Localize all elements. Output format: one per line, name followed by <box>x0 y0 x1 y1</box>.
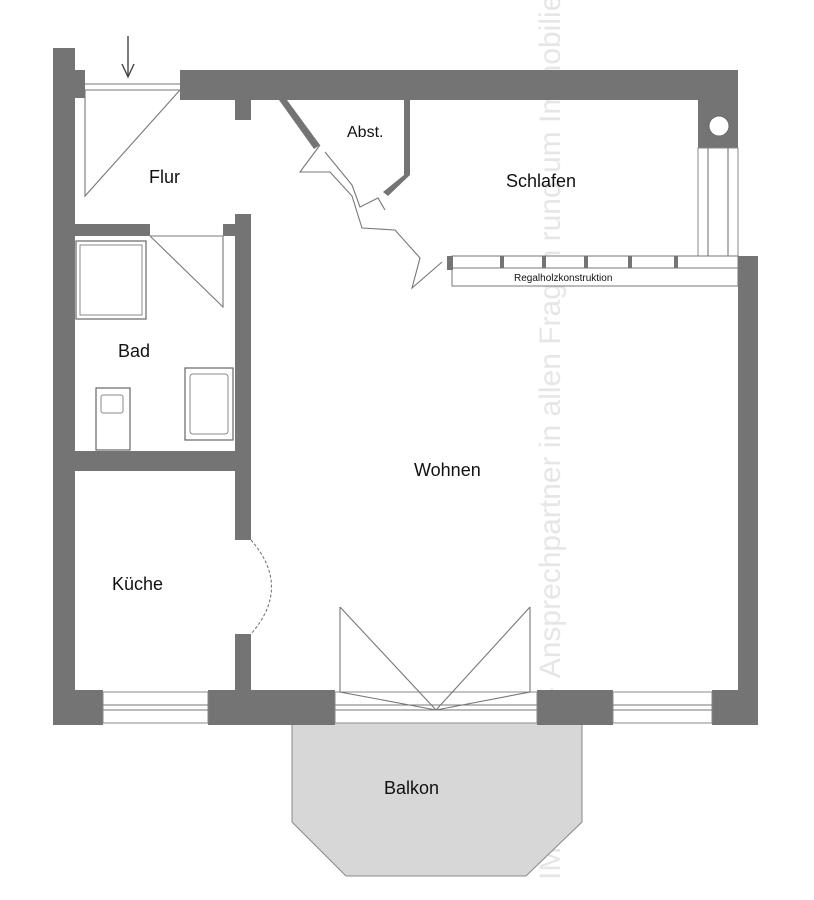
label-schlafen: Schlafen <box>506 171 576 191</box>
label-wohnen: Wohnen <box>414 460 481 480</box>
walls <box>53 48 758 725</box>
door-kueche <box>250 539 272 635</box>
label-flur: Flur <box>149 167 180 187</box>
window-schlafen <box>697 147 739 257</box>
wall-inner-vertical-low <box>235 634 251 694</box>
chimney-circle-icon <box>708 115 730 137</box>
wall-left <box>53 48 75 725</box>
label-abst: Abst. <box>347 124 383 141</box>
regal-bar <box>451 255 739 287</box>
balcony-area <box>291 721 583 877</box>
folding-door-abst <box>298 144 443 290</box>
wall-left-cap <box>53 70 85 98</box>
door-bad <box>149 235 224 309</box>
label-balkon: Balkon <box>384 778 439 798</box>
wall-bath-kitchen <box>75 451 251 471</box>
wall-bath-top-left <box>75 224 150 236</box>
wall-bottom-1 <box>53 690 103 725</box>
wall-abst-diagonal <box>279 100 320 149</box>
fixtures <box>75 240 234 451</box>
folding-door-abst-2 <box>324 151 386 211</box>
wall-inner-vertical <box>235 214 251 540</box>
label-bad: Bad <box>118 341 150 361</box>
doors <box>84 89 531 711</box>
wall-abst-vertical <box>404 100 410 178</box>
wall-abst-corner <box>383 175 410 196</box>
window-kueche <box>102 691 209 724</box>
wall-bottom-4 <box>712 690 758 725</box>
windows <box>85 83 739 724</box>
label-regal: Regalholzkonstruktion <box>514 273 612 284</box>
window-wohnen-right <box>612 691 713 724</box>
wall-bottom-2 <box>208 690 335 725</box>
wall-bottom-3 <box>537 690 613 725</box>
door-balkon-left <box>339 607 437 711</box>
wall-top <box>180 70 720 100</box>
wall-right-lower <box>738 256 758 725</box>
regal-construction <box>447 255 739 287</box>
label-kueche: Küche <box>112 574 163 594</box>
door-balkon-right <box>435 607 531 711</box>
entrance-arrow-icon <box>121 36 135 79</box>
pillar-flur <box>235 100 251 120</box>
door-entrance <box>84 89 181 198</box>
